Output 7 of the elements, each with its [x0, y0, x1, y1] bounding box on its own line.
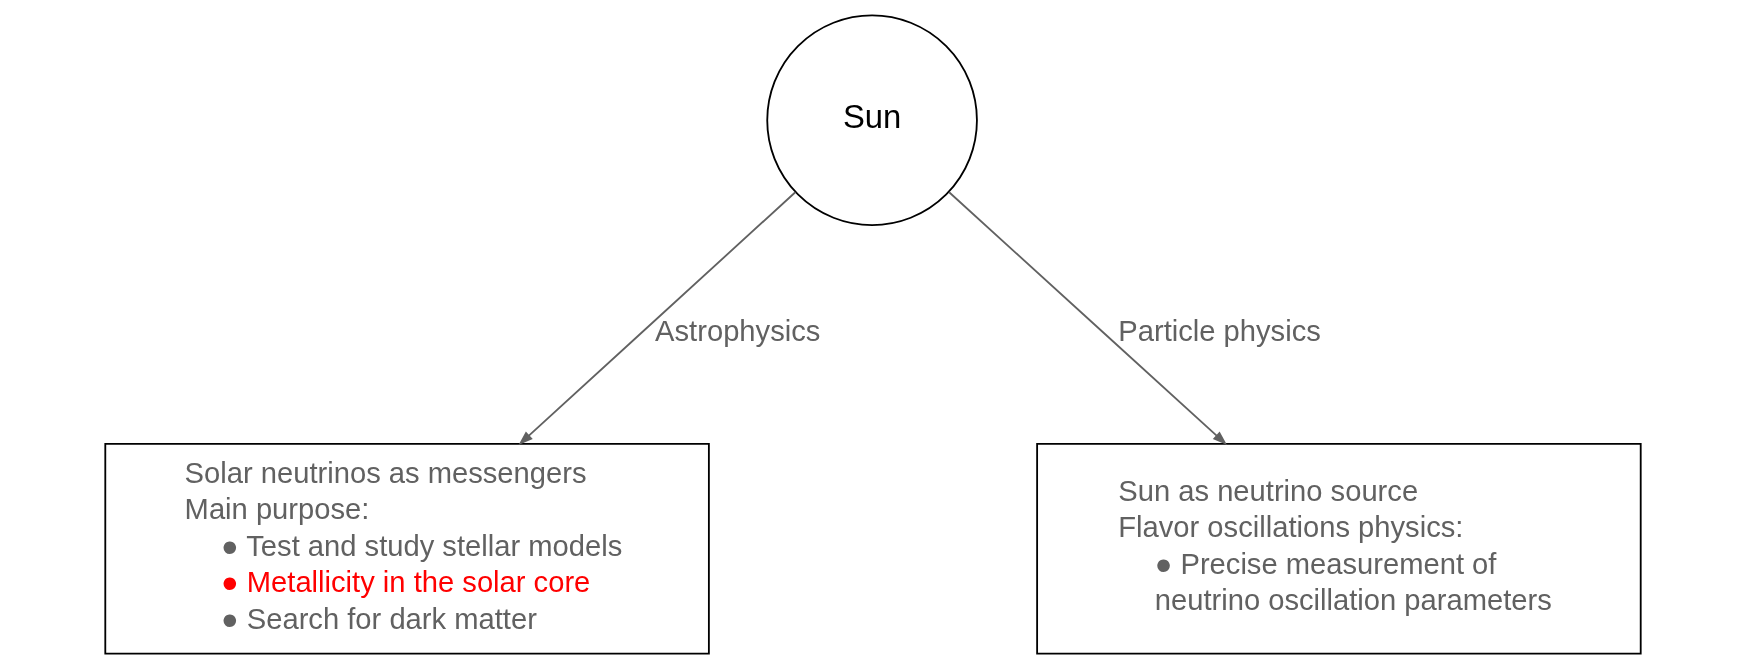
arrow — [948, 191, 1228, 446]
node-circle: Sun — [766, 14, 978, 226]
edge-label: Particle physics — [1118, 315, 1321, 348]
node-box: Sun as neutrino source Flavor oscillations physics: ● Precise measurement of neutrino oscillation parameters — [1036, 443, 1642, 655]
node-box: Solar neutrinos as messengers Main purpose: ● Test and study stellar models ● Metallicity in the solar core ● Search for dark matter — [104, 443, 710, 655]
edge-label: Astrophysics — [655, 315, 821, 348]
arrow — [518, 191, 797, 446]
